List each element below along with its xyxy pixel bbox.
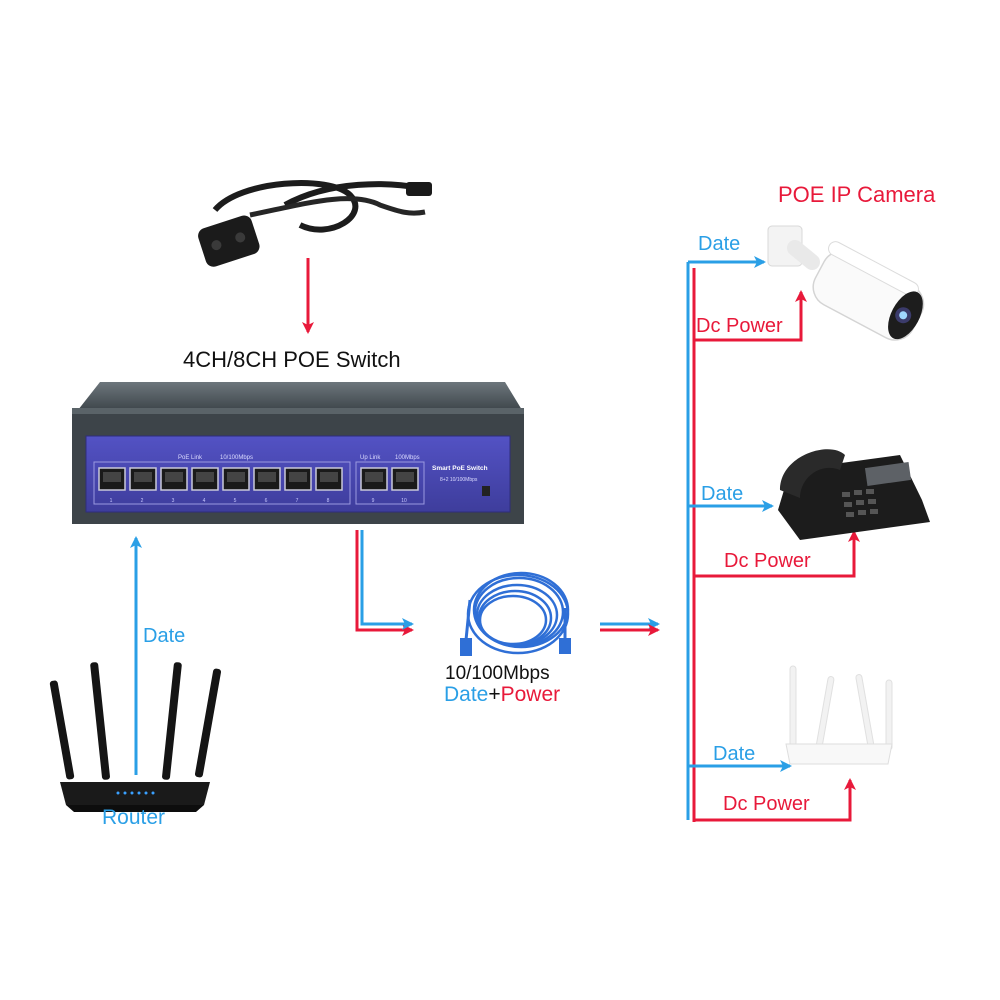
panel-up-link: Up Link bbox=[360, 455, 381, 461]
switch-title: 4CH/8CH POE Switch bbox=[183, 347, 401, 372]
port-number: 8 bbox=[327, 498, 330, 504]
cable-power-text: Power bbox=[500, 683, 561, 706]
switch-out-data-line bbox=[360, 530, 414, 630]
poe-port: 8 bbox=[315, 467, 343, 504]
cable-speed-label: 10/100Mbps bbox=[445, 663, 550, 684]
poe-port: 4 bbox=[191, 467, 219, 504]
poe-port: 6 bbox=[253, 467, 281, 504]
ap-power-arrow bbox=[694, 778, 856, 822]
port-number: 6 bbox=[265, 498, 268, 504]
port-number: 7 bbox=[296, 498, 299, 504]
access-point-icon bbox=[785, 665, 893, 765]
switch-out-power-line bbox=[355, 530, 414, 636]
power-cord-icon bbox=[198, 180, 432, 267]
poe-port: 3 bbox=[160, 467, 188, 504]
camera-power-arrow bbox=[694, 290, 807, 342]
phone-data-label: Date bbox=[701, 483, 744, 505]
network-cable-icon bbox=[460, 571, 571, 656]
cable-type-label: Date+Power bbox=[444, 683, 560, 707]
uplink-ports: 9 10 bbox=[360, 467, 419, 504]
cable-plus-text: + bbox=[488, 683, 501, 706]
camera-power-label: Dc Power bbox=[696, 315, 783, 337]
camera-title: POE IP Camera bbox=[778, 182, 936, 207]
panel-poe-link: PoE Link bbox=[178, 455, 203, 461]
port-number: 4 bbox=[203, 498, 206, 504]
router-label: Router bbox=[102, 806, 166, 829]
port-number: 1 bbox=[110, 498, 113, 504]
router-icon bbox=[49, 662, 222, 812]
panel-poe-speed: 10/100Mbps bbox=[220, 455, 253, 461]
cable-date-text: Date bbox=[444, 683, 489, 706]
camera-data-label: Date bbox=[698, 233, 741, 255]
poe-switch-icon: 1 2 3 4 5 6 7 8 9 10 PoE Link 10/100Mbps Up Link… bbox=[72, 382, 524, 524]
uplink-number: 9 bbox=[372, 498, 375, 504]
uplink-port: 10 bbox=[391, 467, 419, 504]
ap-data-label: Date bbox=[713, 743, 756, 765]
phone-power-label: Dc Power bbox=[724, 550, 811, 572]
poe-port: 1 bbox=[98, 467, 126, 504]
port-number: 2 bbox=[141, 498, 144, 504]
ap-power-label: Dc Power bbox=[723, 793, 810, 815]
panel-brand: Smart PoE Switch bbox=[432, 465, 488, 472]
desk-phone-icon bbox=[778, 449, 930, 540]
panel-spec: 8+2 10/100Mbps bbox=[440, 477, 478, 483]
poe-port: 2 bbox=[129, 467, 157, 504]
port-number: 3 bbox=[172, 498, 175, 504]
router-link-label: Date bbox=[143, 625, 186, 647]
uplink-port: 9 bbox=[360, 467, 388, 504]
poe-port: 7 bbox=[284, 467, 312, 504]
power-switch bbox=[482, 486, 490, 496]
poe-ports: 1 2 3 4 5 6 7 8 bbox=[98, 467, 343, 504]
phone-power-arrow bbox=[694, 530, 860, 578]
port-number: 5 bbox=[234, 498, 237, 504]
uplink-number: 10 bbox=[401, 498, 407, 504]
panel-up-speed: 100Mbps bbox=[395, 455, 420, 461]
ip-camera-icon bbox=[767, 225, 925, 341]
poe-port: 5 bbox=[222, 467, 250, 504]
